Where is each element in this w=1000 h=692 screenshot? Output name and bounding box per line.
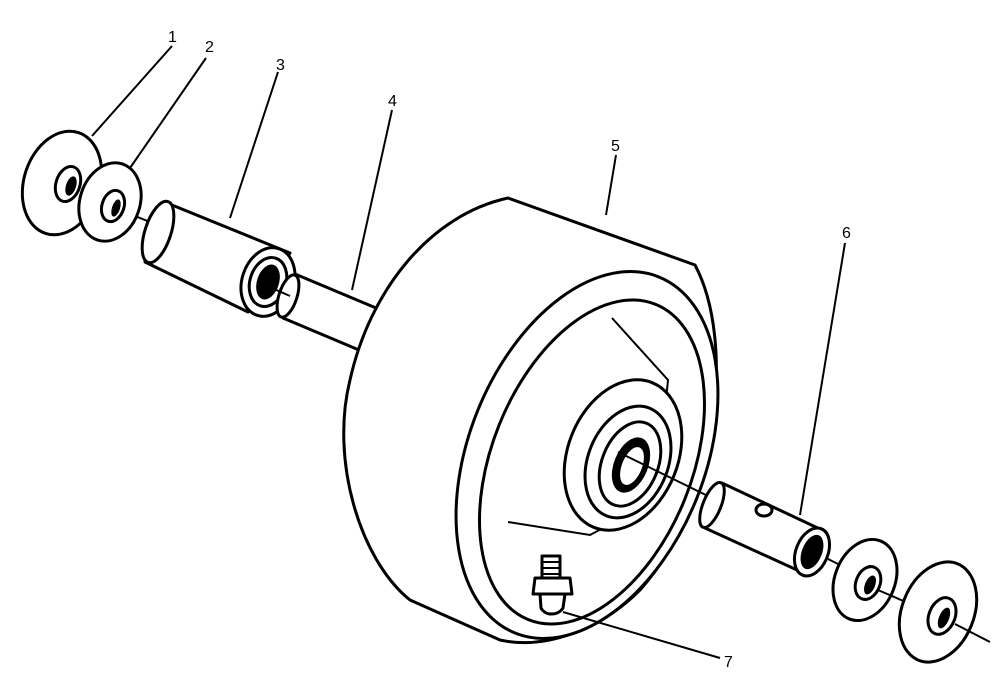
right-inner-washer <box>831 537 899 623</box>
leader-line-5 <box>605 154 617 216</box>
right-outer-washer <box>897 560 979 664</box>
leader-line-4 <box>351 109 393 291</box>
axis-line-end <box>954 623 991 643</box>
leader-line-1 <box>91 45 173 137</box>
part-7-grease-fitting <box>531 554 574 616</box>
leader-line-7 <box>562 611 721 659</box>
leader-line-2 <box>129 57 207 169</box>
axis-line-right <box>617 451 713 499</box>
part-5-wheel <box>342 196 720 645</box>
part-2-washer <box>77 161 143 243</box>
callout-2: 2 <box>205 39 214 56</box>
leader-line-3 <box>229 71 279 219</box>
callout-4: 4 <box>388 93 397 110</box>
callout-5: 5 <box>611 138 620 155</box>
callout-6: 6 <box>842 225 851 242</box>
callout-3: 3 <box>276 57 285 74</box>
callout-7: 7 <box>724 654 733 671</box>
callout-1: 1 <box>168 29 177 46</box>
part-6-bushing <box>698 480 832 578</box>
leader-line-6 <box>799 242 846 516</box>
